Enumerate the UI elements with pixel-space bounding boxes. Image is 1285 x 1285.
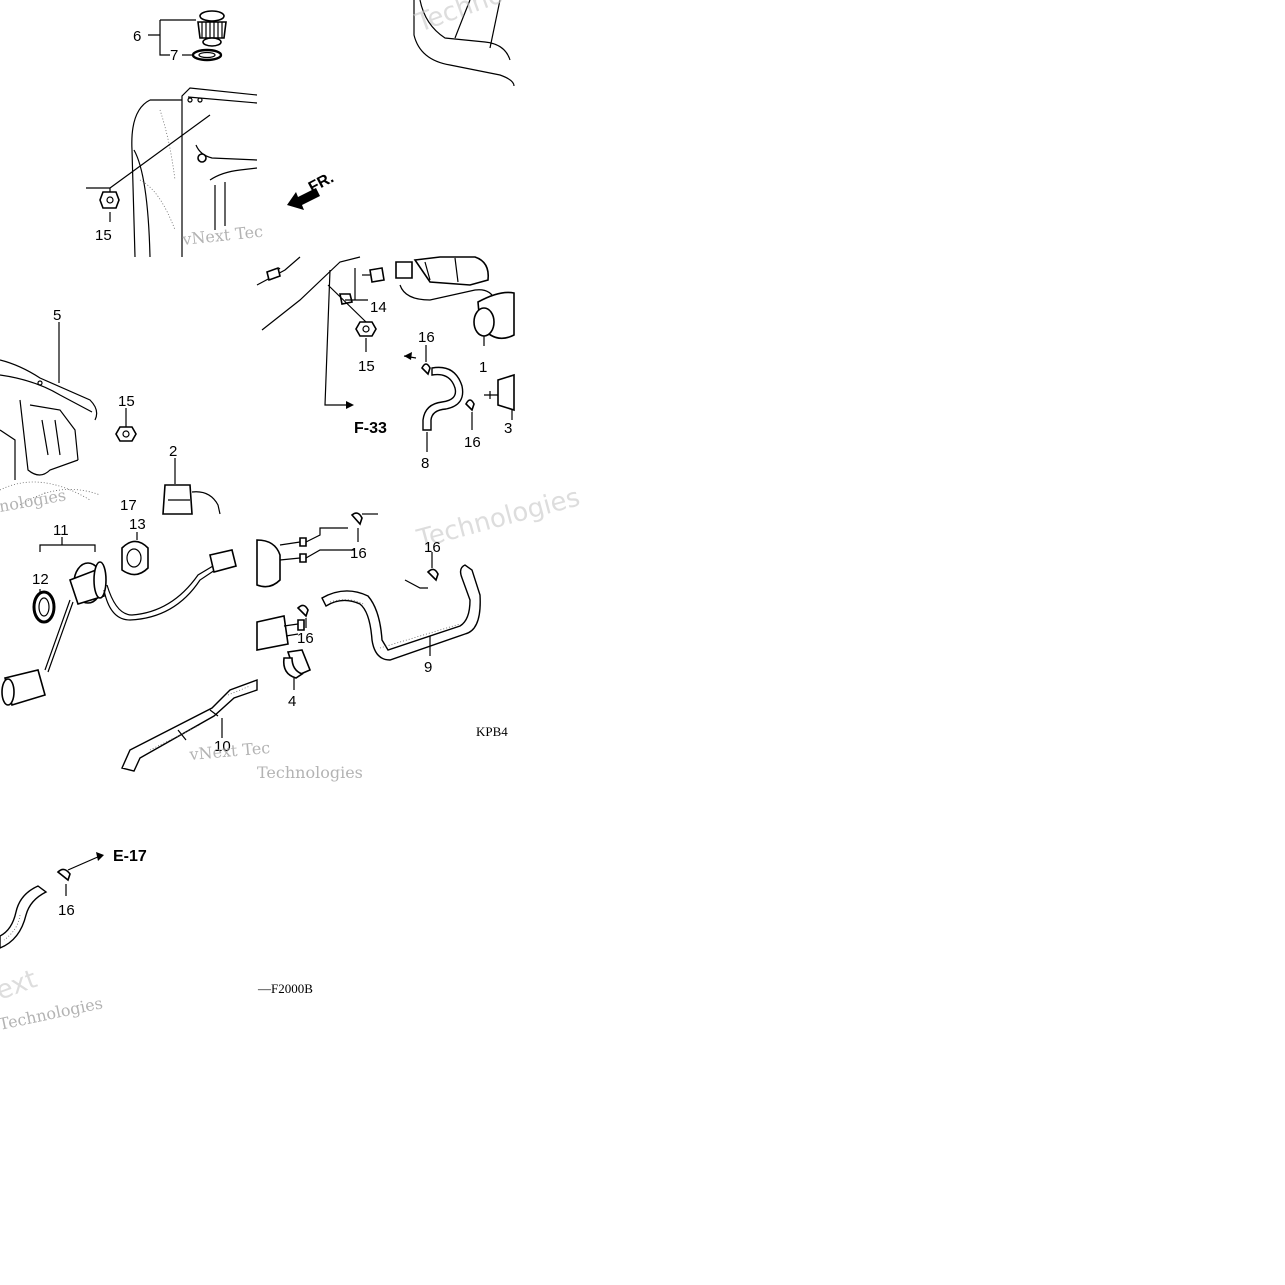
breather-hose-part <box>121 678 258 772</box>
hose-clip-part <box>56 868 71 882</box>
callout-15: 15 <box>358 358 375 375</box>
fuel-level-sender-part <box>1 549 237 707</box>
hose-clip-part <box>465 399 475 412</box>
fuel-hose-part <box>0 885 48 949</box>
fuel-cap-part <box>197 10 227 47</box>
callout-16: 16 <box>350 545 367 562</box>
callout-10: 10 <box>214 738 231 755</box>
callout-12: 12 <box>32 571 49 588</box>
callout-16: 16 <box>58 902 75 919</box>
sender-gasket-part <box>32 590 56 624</box>
figure-code: —F2000B <box>257 981 313 996</box>
tile-return-hose: E-17 16 ext Technologies —F2000B <box>0 848 313 1034</box>
callout-16: 16 <box>418 329 435 346</box>
inline-filter-part <box>256 615 305 651</box>
callout-14: 14 <box>370 299 387 316</box>
tile-fuel-cap: 6 7 15 vNext Tec <box>86 10 264 258</box>
lock-ring-part <box>121 540 149 576</box>
pipe-clamp-part <box>282 649 312 679</box>
hose-clip-part <box>426 568 439 582</box>
callout-16: 16 <box>424 539 441 556</box>
fuel-tank-part <box>131 87 258 258</box>
callout-11: 11 <box>53 522 69 539</box>
callout-15: 15 <box>118 393 135 410</box>
fuel-hose-part <box>321 564 481 661</box>
fuel-hose-part <box>422 366 464 431</box>
tile-fuel-lines: Technologies 16 16 9 <box>256 483 583 782</box>
nut-part <box>99 191 120 209</box>
callout-9: 9 <box>424 659 432 676</box>
callout-16: 16 <box>297 630 314 647</box>
callout-4: 4 <box>288 693 296 710</box>
front-direction-arrow: FR. <box>287 169 337 210</box>
callout-2: 2 <box>169 443 177 460</box>
pump-outlet-part <box>256 527 355 588</box>
hose-clip-part <box>350 512 363 526</box>
callout-3: 3 <box>504 420 512 437</box>
callout-15: 15 <box>95 227 112 244</box>
watermark: ext <box>0 964 41 1006</box>
ref-e17: E-17 <box>113 848 147 865</box>
callout-1: 1 <box>479 359 487 376</box>
watermark: nologies <box>0 485 67 515</box>
callout-6: 6 <box>133 28 141 45</box>
fuel-filter-part <box>484 373 515 420</box>
pump-bracket-part <box>162 484 221 515</box>
watermark: vNext Tec <box>180 222 263 249</box>
nut-part <box>355 321 377 337</box>
callout-5: 5 <box>53 307 61 324</box>
ref-f33: F-33 <box>354 420 387 437</box>
tile-fuel-pump: 14 15 F-33 1 3 16 <box>256 256 515 472</box>
callout-13: 13 <box>129 516 146 533</box>
nut-part <box>115 426 137 442</box>
callout-7: 7 <box>170 47 178 64</box>
ref-kpb4: KPB4 <box>476 724 508 739</box>
callout-8: 8 <box>421 455 429 472</box>
bolt-part <box>369 267 385 283</box>
callout-16: 16 <box>464 434 481 451</box>
watermark: Technologies <box>257 763 363 782</box>
watermark: vNext Tec <box>188 738 271 764</box>
hose-clip-part <box>421 363 431 376</box>
callout-17: 17 <box>120 497 137 514</box>
tile-tank-side: 5 15 2 17 nologies <box>0 307 221 516</box>
cap-gasket-part <box>191 48 223 62</box>
hose-clip-part <box>296 604 309 618</box>
tile-front-arrow: Techno FR. <box>287 0 515 210</box>
fuel-pump-part <box>395 256 515 346</box>
tile-fuel-gauge: 11 12 13 10 vNext Tec <box>1 516 271 772</box>
